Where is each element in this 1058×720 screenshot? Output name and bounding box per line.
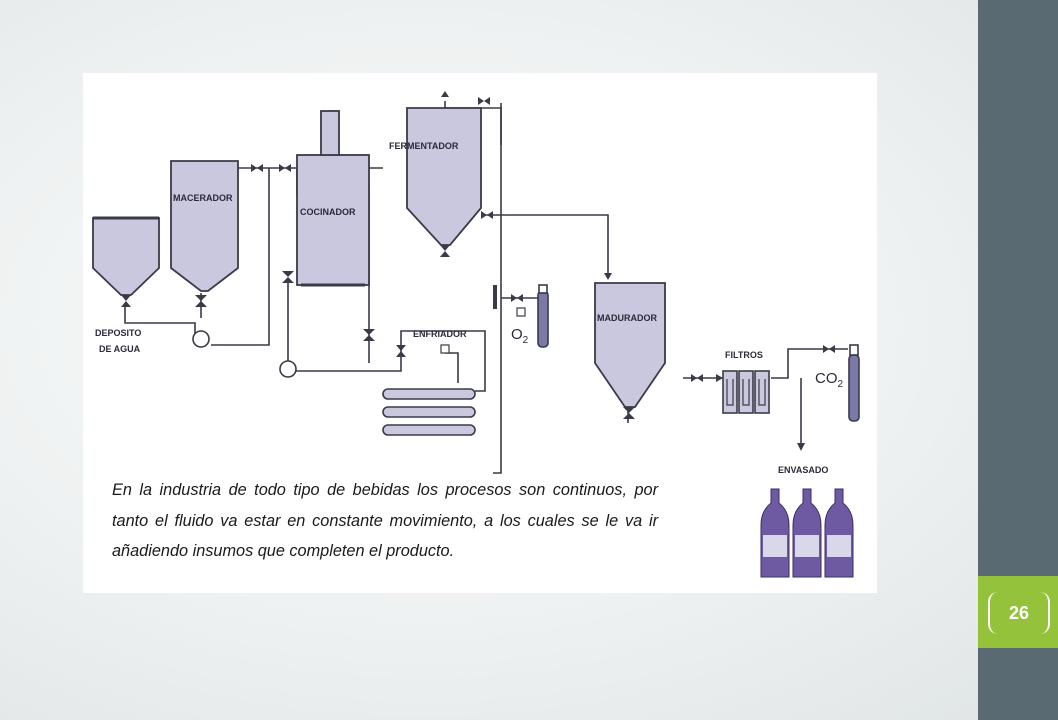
label-fermentador: FERMENTADOR xyxy=(389,141,459,151)
label-co2: CO2 xyxy=(815,370,844,390)
page-number-tab xyxy=(978,576,1058,648)
filters xyxy=(722,370,770,414)
label-deposito: DEPOSITO xyxy=(95,328,141,338)
cocinador-chimney xyxy=(320,110,340,156)
page-number-bracket xyxy=(988,592,1050,634)
label-deagua: DE AGUA xyxy=(99,344,141,354)
label-cocinador: COCINADOR xyxy=(300,207,356,217)
slide-caption: En la industria de todo tipo de bebidas … xyxy=(112,481,658,560)
macerador-tank xyxy=(170,160,239,292)
label-envasado: ENVASADO xyxy=(778,465,828,475)
cocinador-tank xyxy=(296,154,370,286)
process-diagram: DEPOSITO DE AGUA MACERADOR COCINADOR FER… xyxy=(83,73,877,593)
pumps xyxy=(192,330,297,378)
label-madurador: MADURADOR xyxy=(597,313,657,323)
label-filtros: FILTROS xyxy=(725,350,763,360)
water-tank xyxy=(92,217,160,296)
enfriador-coils xyxy=(382,388,476,436)
page-number: 26 xyxy=(1008,603,1030,623)
tanks xyxy=(92,107,666,408)
label-macerador: MACERADOR xyxy=(173,193,233,203)
fermentador-tank xyxy=(406,107,482,246)
process-diagram-svg: DEPOSITO DE AGUA MACERADOR COCINADOR FER… xyxy=(92,91,860,578)
instruments xyxy=(440,307,526,354)
label-o2: O2 xyxy=(511,326,529,346)
gas-cylinders xyxy=(537,284,860,422)
valves xyxy=(121,91,835,419)
flow-arrows xyxy=(604,273,805,451)
filter-inner xyxy=(726,379,766,406)
bottles xyxy=(760,488,854,578)
label-enfriador: ENFRIADOR xyxy=(413,329,467,339)
madurador-tank xyxy=(594,282,666,408)
pipes xyxy=(124,101,848,474)
